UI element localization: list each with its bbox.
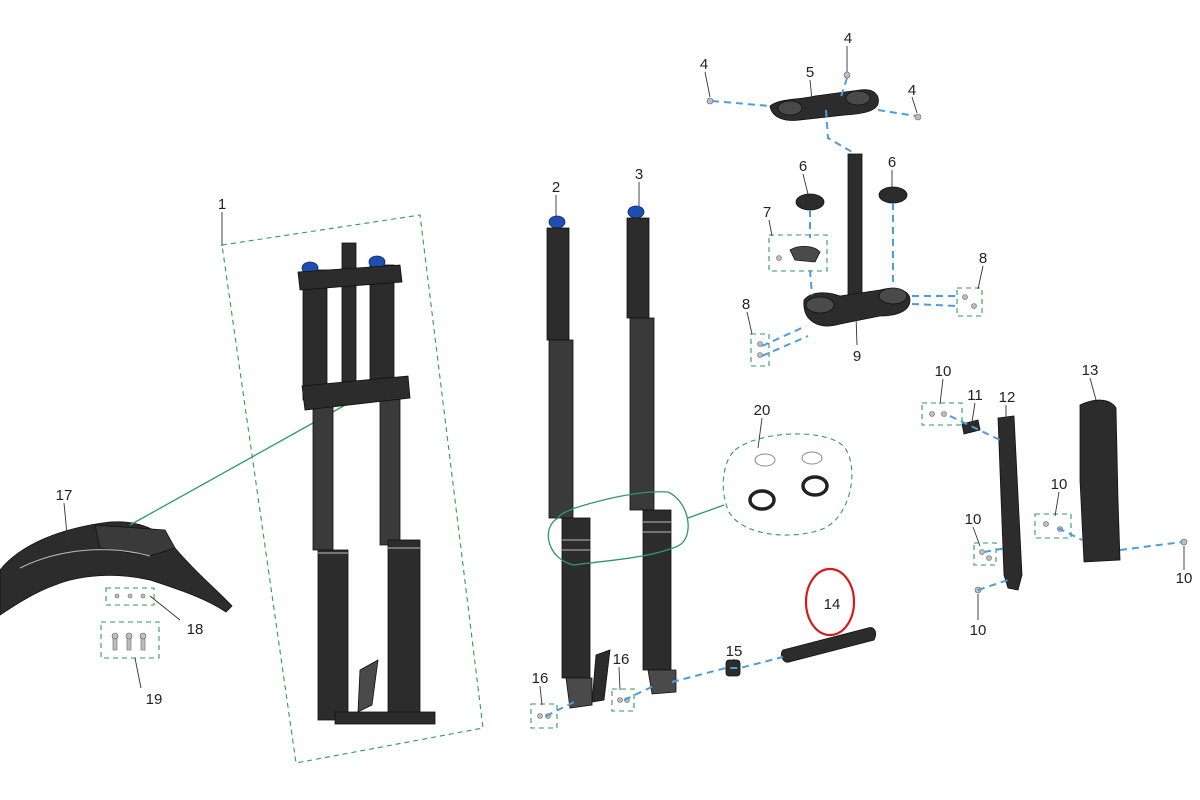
callout-10-c[interactable]: 10 <box>965 511 982 528</box>
part-7-clamp-group[interactable] <box>768 234 828 272</box>
part-1-fork-assembly[interactable] <box>221 214 484 764</box>
callout-1[interactable]: 1 <box>218 196 226 213</box>
part-14-axle[interactable] <box>781 627 876 663</box>
part-20-seal-kit[interactable] <box>722 433 853 536</box>
part-6-bearing-right[interactable] <box>878 186 908 204</box>
part-8-bolts-right[interactable] <box>956 287 983 317</box>
highlight-circle-part-14 <box>804 567 856 637</box>
callout-9[interactable]: 9 <box>853 348 861 365</box>
part-5-top-triple-clamp[interactable] <box>769 89 879 121</box>
callout-6-right[interactable]: 6 <box>888 154 896 171</box>
part-4-screw-top[interactable] <box>843 71 851 79</box>
callout-labels: 1 2 3 4 4 4 5 6 6 7 8 8 9 10 10 10 10 10… <box>56 30 1193 708</box>
part-12-fork-guard-left[interactable] <box>997 415 1023 591</box>
part-4-screw-right[interactable] <box>914 113 922 121</box>
callout-10-d[interactable]: 10 <box>1176 570 1193 587</box>
callout-4-left[interactable]: 4 <box>700 56 708 73</box>
callout-16-left[interactable]: 16 <box>532 670 549 687</box>
part-10-bolts-c[interactable] <box>1034 513 1072 539</box>
callout-2[interactable]: 2 <box>552 179 560 196</box>
callout-4-right[interactable]: 4 <box>908 82 916 99</box>
part-18-screw-group[interactable] <box>105 587 155 606</box>
part-13-fork-guard-right[interactable] <box>1079 399 1121 563</box>
callout-19[interactable]: 19 <box>146 691 163 708</box>
part-16-bolts-right[interactable] <box>611 688 635 712</box>
callout-5[interactable]: 5 <box>806 64 814 81</box>
callout-4-top[interactable]: 4 <box>844 30 852 47</box>
part-17-front-fender[interactable] <box>0 521 233 616</box>
callout-3[interactable]: 3 <box>635 166 643 183</box>
callout-17[interactable]: 17 <box>56 487 73 504</box>
part-9-lower-clamp-stem[interactable] <box>803 153 911 327</box>
callout-6-left[interactable]: 6 <box>799 158 807 175</box>
callout-13[interactable]: 13 <box>1082 362 1099 379</box>
callout-7[interactable]: 7 <box>763 204 771 221</box>
seal-area-highlight <box>547 491 725 566</box>
part-10-bolts-a[interactable] <box>921 402 963 426</box>
callout-15[interactable]: 15 <box>726 643 743 660</box>
part-16-bolts-left[interactable] <box>530 703 558 729</box>
callout-20[interactable]: 20 <box>754 402 771 419</box>
callout-11[interactable]: 11 <box>967 387 983 404</box>
part-19-screw-group[interactable] <box>100 621 160 659</box>
callout-10-a[interactable]: 10 <box>935 363 952 380</box>
callout-16-right[interactable]: 16 <box>613 651 630 668</box>
leader-lines <box>63 46 1185 706</box>
callout-8-right[interactable]: 8 <box>979 250 987 267</box>
part-2-left-fork-leg[interactable] <box>546 215 611 709</box>
assembly-lines <box>545 77 1183 717</box>
callout-10-b[interactable]: 10 <box>1051 476 1068 493</box>
part-3-right-fork-leg[interactable] <box>626 205 677 695</box>
callout-14[interactable]: 14 <box>824 596 841 613</box>
callout-10-e[interactable]: 10 <box>970 622 987 639</box>
part-8-bolts-left[interactable] <box>750 333 770 367</box>
callout-8-left[interactable]: 8 <box>742 296 750 313</box>
callout-18[interactable]: 18 <box>187 621 204 638</box>
callout-12[interactable]: 12 <box>999 389 1016 406</box>
part-10-bolts-b[interactable] <box>973 542 997 566</box>
part-6-bearing-left[interactable] <box>795 193 825 211</box>
